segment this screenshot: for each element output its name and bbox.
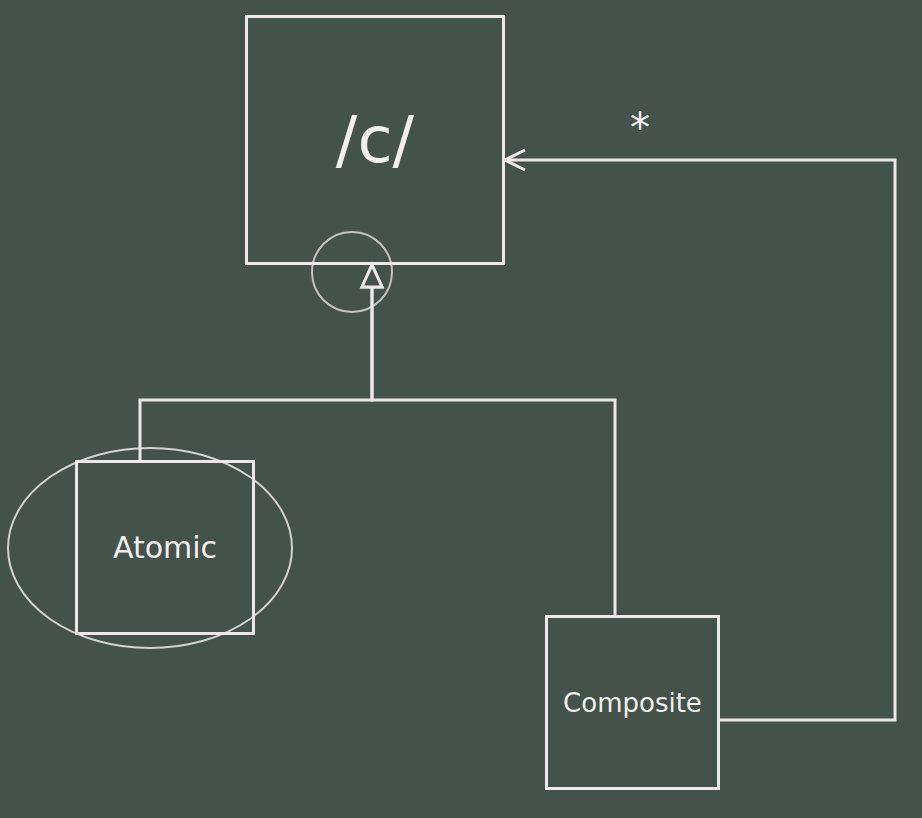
- multiplicity-label: *: [630, 108, 650, 148]
- association-line: [505, 160, 895, 720]
- class-box: Atomic: [75, 460, 255, 635]
- class-box: Composite: [545, 615, 720, 790]
- class-name: Composite: [563, 688, 702, 718]
- inheritance-line: [372, 265, 615, 615]
- class-name: /c/: [336, 103, 414, 177]
- class-box: /c/: [245, 15, 505, 265]
- inheritance-line: [140, 265, 372, 460]
- highlight-ellipse: [8, 448, 292, 648]
- highlight-circle: [312, 232, 392, 312]
- class-name: Atomic: [113, 530, 217, 565]
